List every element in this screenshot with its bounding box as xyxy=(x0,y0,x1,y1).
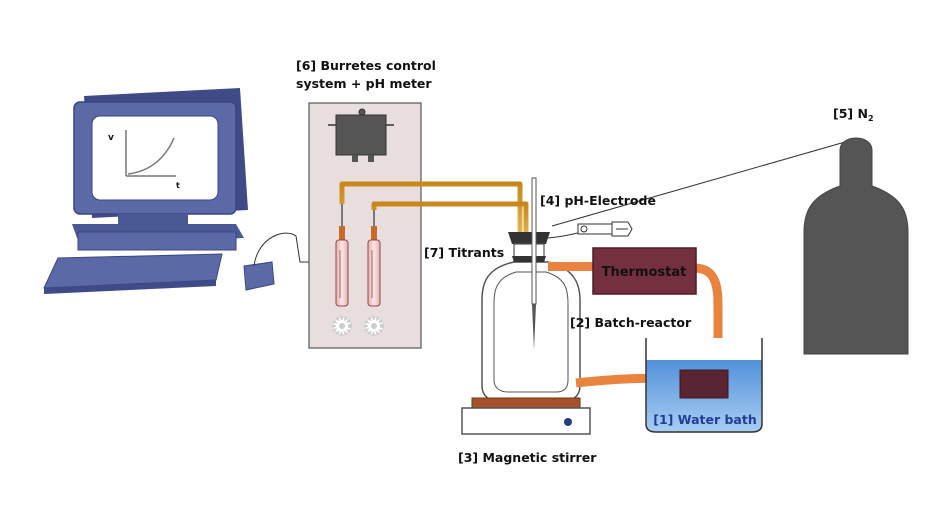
stirrer-knob xyxy=(564,418,572,426)
thermostat-box xyxy=(592,247,697,295)
titrants-label: [7] Titrants xyxy=(424,245,504,260)
labels: [6] Burretes control system + pH meter [… xyxy=(296,58,874,465)
ph-electrode-label: [4] pH-Electrode xyxy=(540,193,656,208)
bath-heater xyxy=(679,369,729,399)
plot-y-label: v xyxy=(108,133,114,143)
keyboard-edge xyxy=(44,280,216,294)
ph-meter-controller xyxy=(335,114,387,156)
burette-control-panel xyxy=(308,102,422,349)
water-bath: [1] Water bath xyxy=(645,338,763,433)
gas-line-upper xyxy=(551,139,853,227)
hose-reactor-to-thermostat xyxy=(548,262,594,271)
burettes-label-line1: [6] Burretes control xyxy=(296,58,436,73)
computer: v t xyxy=(43,88,310,294)
batch-reactor-label: [2] Batch-reactor xyxy=(570,315,692,330)
hose-thermostat-to-bath xyxy=(693,263,723,372)
burette-right xyxy=(364,206,384,336)
computer-case xyxy=(77,231,237,251)
cylinder-body xyxy=(803,137,909,355)
bath-container xyxy=(645,338,763,433)
burette-left xyxy=(332,200,352,336)
reactor-outer xyxy=(481,261,581,403)
batch-reactor xyxy=(481,177,581,403)
reactor-stopper xyxy=(508,232,550,244)
thermostat-loop: Thermostat xyxy=(548,247,723,388)
ph-electrode xyxy=(531,177,537,305)
monitor-neck xyxy=(118,214,188,224)
magnetic-stirrer xyxy=(461,397,591,435)
mouse xyxy=(243,261,275,291)
reactor-inner xyxy=(493,271,569,393)
stirrer-plate xyxy=(471,397,581,409)
monitor-screen xyxy=(91,115,219,201)
thermostat-label: Thermostat xyxy=(602,265,687,280)
magnetic-stirrer-label: [3] Magnetic stirrer xyxy=(458,450,597,465)
nitrogen-cylinder xyxy=(803,137,909,355)
monitor-plot: v t xyxy=(108,130,180,190)
nitrogen-line xyxy=(547,139,853,239)
burettes-label-line2: system + pH meter xyxy=(296,76,432,91)
nitrogen-label: [5] N2 xyxy=(833,106,874,123)
water-bath-label: [1] Water bath xyxy=(653,412,756,427)
mouse-cable xyxy=(253,232,310,267)
plot-x-label: t xyxy=(176,181,180,190)
